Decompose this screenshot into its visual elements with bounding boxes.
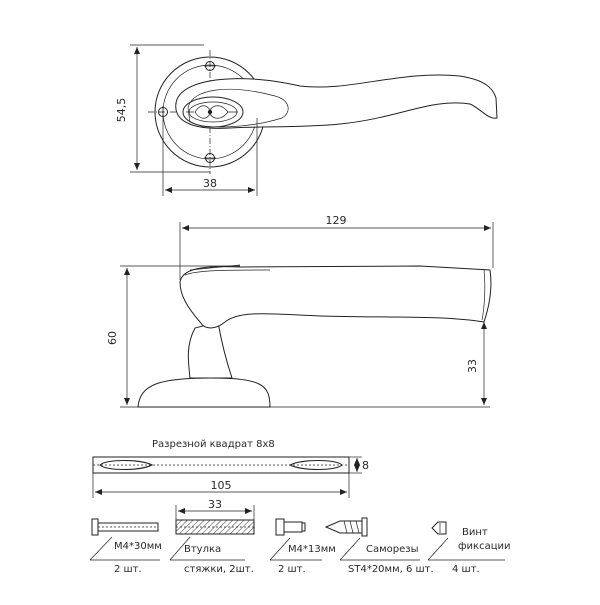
decorative-ornament [182, 96, 244, 128]
part-fixing-screw: Винт фиксации 4 шт. [427, 521, 511, 575]
dimension-rosette-width: 38 [162, 118, 258, 196]
part-5-qty: 4 шт. [452, 564, 480, 575]
part-5-name-line2: фиксации [458, 541, 511, 552]
part-4-qty: ST4*20мм, 6 шт. [348, 564, 434, 575]
part-2-name: Втулка [184, 544, 221, 555]
dim-label-129: 129 [326, 214, 347, 227]
dimension-rosette-height: 54,5 [115, 44, 210, 173]
part-1-name: М4*30мм [114, 541, 162, 552]
dimension-handle-height: 60 [106, 265, 240, 408]
dim-label-33: 33 [466, 359, 479, 373]
part-screw-m4-30: М4*30мм 2 шт. [89, 518, 162, 575]
side-rosette [137, 377, 271, 408]
dim-label-54-5: 54,5 [115, 98, 128, 123]
dimension-axis-height: 33 [270, 322, 490, 408]
dim-label-105: 105 [211, 479, 232, 492]
parts-row: М4*30мм 2 шт. 33 Втулка стяжки, 2шт. М4*… [89, 498, 511, 575]
part-self-tapping-screws: Саморезы ST4*20мм, 6 шт. [324, 517, 434, 575]
dimension-handle-length: 129 [179, 214, 494, 280]
part-1-qty: 2 шт. [114, 564, 142, 575]
dim-label-8: 8 [362, 459, 369, 472]
part-5-name-line1: Винт [462, 527, 488, 538]
part-screw-m4-13: М4*13мм 2 шт. [269, 518, 336, 575]
part-2-qty: стяжки, 2шт. [184, 564, 254, 575]
side-neck [187, 321, 233, 379]
dim-label-sleeve-33: 33 [208, 498, 222, 511]
spindle-title: Разрезной квадрат 8х8 [152, 439, 275, 450]
spindle-slot-right [288, 460, 343, 470]
spindle-slot-left [99, 460, 154, 470]
spindle: Разрезной квадрат 8х8 8 105 [92, 439, 369, 498]
part-sleeve: 33 Втулка стяжки, 2шт. [169, 498, 255, 575]
dim-label-60: 60 [106, 331, 119, 345]
lever-top-outline [175, 74, 498, 129]
side-view: 129 60 33 [106, 214, 494, 408]
part-4-name: Саморезы [366, 544, 419, 555]
part-3-name: М4*13мм [288, 544, 336, 555]
top-view: 54,5 38 [115, 44, 498, 196]
part-3-qty: 2 шт. [278, 564, 306, 575]
side-lever [179, 265, 492, 329]
dim-label-38: 38 [203, 177, 217, 190]
